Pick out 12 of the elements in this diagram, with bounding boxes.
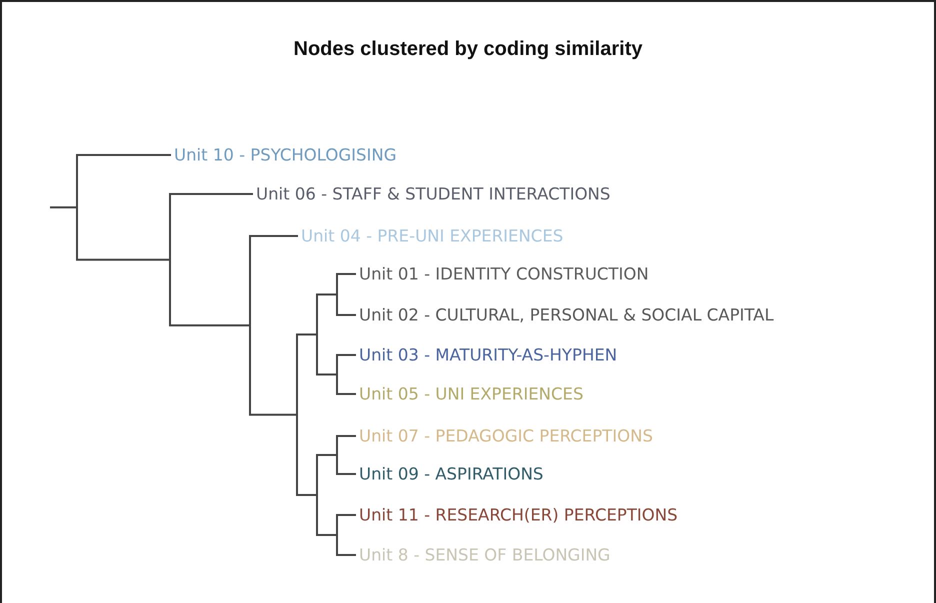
chart-title: Nodes clustered by coding similarity [292, 38, 644, 61]
cluster-label: Unit 09 - ASPIRATIONS [359, 464, 544, 484]
cluster-label: Unit 02 - CULTURAL, PERSONAL & SOCIAL CAPITAL [359, 304, 774, 326]
cluster-label: Unit 07 - PEDAGOGIC PERCEPTIONS [359, 426, 653, 446]
cluster-label: Unit 05 - UNI EXPERIENCES [359, 384, 584, 404]
cluster-label: Unit 06 - STAFF & STUDENT INTERACTIONS [256, 184, 610, 204]
cluster-label: Unit 10 - PSYCHOLOGISING [174, 144, 397, 166]
cluster-label: Unit 04 - PRE-UNI EXPERIENCES [301, 226, 564, 246]
cluster-label: Unit 8 - SENSE OF BELONGING [359, 544, 610, 566]
cluster-label: Unit 11 - RESEARCH(ER) PERCEPTIONS [359, 504, 678, 526]
cluster-label: Unit 01 - IDENTITY CONSTRUCTION [359, 264, 649, 284]
cluster-label: Unit 03 - MATURITY-AS-HYPHEN [359, 344, 618, 366]
